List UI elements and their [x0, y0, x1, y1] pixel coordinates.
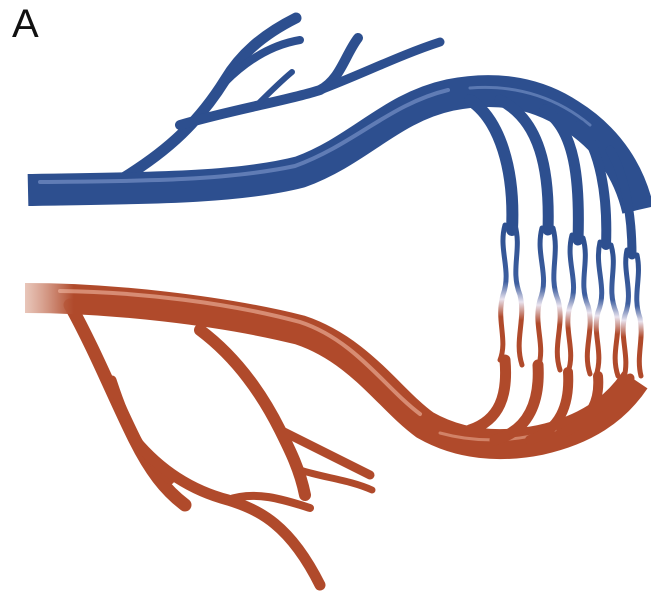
artery: [25, 291, 635, 585]
venous-branches: [470, 100, 632, 255]
capillary-bed: [500, 225, 641, 378]
venule-branches: [120, 18, 440, 180]
vein: [28, 18, 638, 255]
